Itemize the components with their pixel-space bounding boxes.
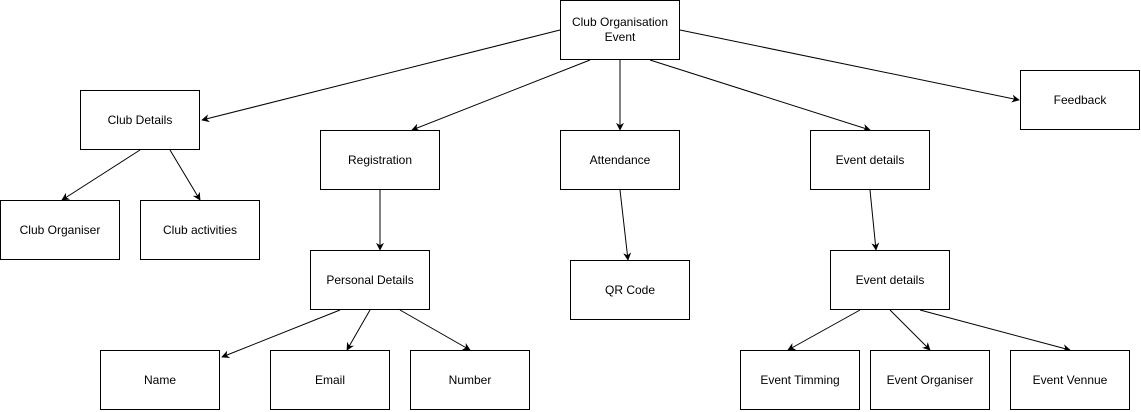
edge-event-details-sub-to-event-timming: [787, 309, 861, 351]
node-number: Number: [410, 350, 530, 410]
node-club-organiser: Club Organiser: [0, 200, 120, 260]
node-event-timming: Event Timming: [740, 350, 860, 410]
node-name: Name: [100, 350, 220, 410]
edge-event-details-sub-to-event-organiser: [889, 309, 931, 351]
node-event-organiser: Event Organiser: [870, 350, 990, 410]
edge-personal-details-to-name: [221, 309, 341, 359]
edge-attendance-to-qr-code: [619, 189, 632, 261]
edge-root-to-feedback: [679, 29, 1020, 103]
node-event-details-top: Event details: [810, 130, 930, 190]
node-club-details: Club Details: [80, 90, 200, 150]
node-registration: Registration: [320, 130, 440, 190]
edge-personal-details-to-email: [346, 309, 371, 351]
node-club-organisation-event: Club Organisation Event: [560, 0, 680, 60]
edge-root-to-registration: [411, 59, 591, 132]
node-attendance: Attendance: [560, 130, 680, 190]
edge-event-details-top-to-event-details-sub: [869, 189, 880, 251]
node-feedback: Feedback: [1020, 70, 1140, 130]
edge-personal-details-to-number: [399, 309, 471, 351]
edge-event-details-sub-to-event-vennue: [919, 309, 1071, 353]
node-personal-details: Personal Details: [310, 250, 430, 310]
node-event-vennue: Event Vennue: [1010, 350, 1130, 410]
node-club-activities: Club activities: [140, 200, 260, 260]
edge-club-details-to-club-organiser: [61, 149, 141, 201]
edge-root-to-club-details: [201, 29, 561, 123]
node-event-details-sub: Event details: [830, 250, 950, 310]
edge-club-details-to-club-activities: [169, 149, 201, 201]
node-email: Email: [270, 350, 390, 410]
node-qr-code: QR Code: [570, 260, 690, 320]
edge-root-to-event-details-top: [649, 59, 871, 132]
